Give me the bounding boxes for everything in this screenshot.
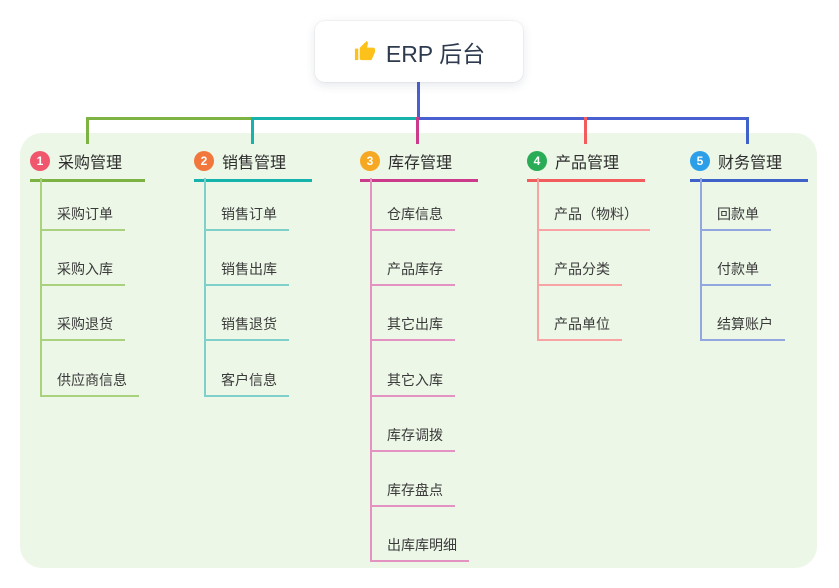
- branch-node-finance[interactable]: 5 财务管理: [690, 149, 808, 182]
- thumbs-up-icon: [353, 40, 376, 63]
- branch-4-number-badge: 4: [527, 151, 547, 171]
- branch-1-label: 采购管理: [58, 155, 123, 172]
- branch-2-label: 销售管理: [222, 155, 287, 172]
- child-node-warehouse-info[interactable]: 仓库信息: [370, 205, 455, 231]
- child-node-stock-transfer[interactable]: 库存调拨: [370, 426, 455, 452]
- drop-line-purchase: [86, 117, 89, 144]
- branch-node-inventory[interactable]: 3 库存管理: [360, 149, 478, 182]
- branch-4-label: 产品管理: [555, 155, 620, 172]
- drop-line-sales: [251, 117, 254, 144]
- branch-node-purchase[interactable]: 1 采购管理: [30, 149, 145, 182]
- root-node[interactable]: ERP 后台: [315, 21, 523, 82]
- child-node-product-unit[interactable]: 产品单位: [537, 315, 622, 341]
- branch-5-number-badge: 5: [690, 151, 710, 171]
- drop-line-inventory: [416, 117, 419, 144]
- root-connector-line: [417, 82, 420, 120]
- child-node-product-category[interactable]: 产品分类: [537, 260, 622, 286]
- drop-line-finance: [746, 117, 749, 144]
- bus-segment-sales: [254, 117, 417, 120]
- child-node-purchase-return[interactable]: 采购退货: [40, 315, 125, 341]
- branch-2-number-badge: 2: [194, 151, 214, 171]
- child-node-purchase-inbound[interactable]: 采购入库: [40, 260, 125, 286]
- branches-panel: [20, 133, 817, 568]
- child-node-sales-return[interactable]: 销售退货: [204, 315, 289, 341]
- branch-5-children-line: [700, 178, 702, 341]
- child-node-payment-order[interactable]: 付款单: [700, 260, 771, 286]
- branch-node-product[interactable]: 4 产品管理: [527, 149, 645, 182]
- child-node-product-material[interactable]: 产品（物料）: [537, 205, 650, 231]
- branch-4-children-line: [537, 178, 539, 341]
- child-node-sales-order[interactable]: 销售订单: [204, 205, 289, 231]
- branch-3-label: 库存管理: [388, 155, 453, 172]
- branch-1-children-line: [40, 178, 42, 397]
- branch-3-children-line: [370, 178, 372, 562]
- child-node-supplier-info[interactable]: 供应商信息: [40, 371, 139, 397]
- branch-3-number-badge: 3: [360, 151, 380, 171]
- child-node-settlement-account[interactable]: 结算账户: [700, 315, 785, 341]
- branch-1-number-badge: 1: [30, 151, 50, 171]
- child-node-outbound-detail[interactable]: 出库库明细: [370, 536, 469, 562]
- child-node-sales-outbound[interactable]: 销售出库: [204, 260, 289, 286]
- child-node-receipt-order[interactable]: 回款单: [700, 205, 771, 231]
- branch-5-label: 财务管理: [718, 155, 783, 172]
- child-node-customer-info[interactable]: 客户信息: [204, 371, 289, 397]
- bus-segment-purchase: [86, 117, 254, 120]
- drop-line-product: [584, 117, 587, 144]
- child-node-other-outbound[interactable]: 其它出库: [370, 315, 455, 341]
- root-label: ERP 后台: [385, 40, 486, 67]
- branch-2-children-line: [204, 178, 206, 397]
- bus-segment-finance: [417, 117, 749, 120]
- child-node-purchase-order[interactable]: 采购订单: [40, 205, 125, 231]
- child-node-product-stock[interactable]: 产品库存: [370, 260, 455, 286]
- child-node-stock-count[interactable]: 库存盘点: [370, 481, 455, 507]
- child-node-other-inbound[interactable]: 其它入库: [370, 371, 455, 397]
- branch-node-sales[interactable]: 2 销售管理: [194, 149, 312, 182]
